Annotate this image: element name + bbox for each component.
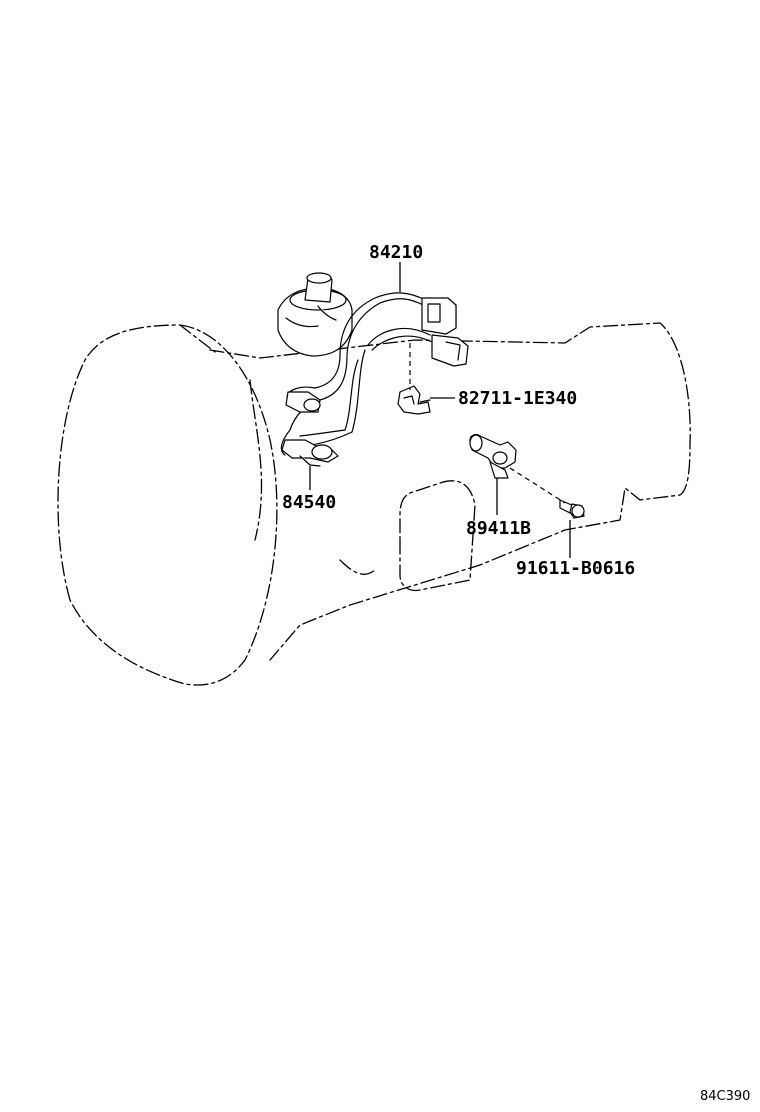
label-82711-1E340: 82711-1E340 xyxy=(458,388,577,409)
clamp-82711 xyxy=(397,385,431,415)
label-84210: 84210 xyxy=(369,242,423,263)
bolt-91611 xyxy=(559,499,585,519)
wire-harness-84210 xyxy=(280,292,469,467)
label-89411B: 89411B xyxy=(466,518,531,539)
label-84540: 84540 xyxy=(282,492,336,513)
speed-sensor-89411B xyxy=(469,434,517,479)
transmission-housing xyxy=(57,322,691,686)
valve-body-part xyxy=(277,272,353,357)
label-91611-B0616: 91611-B0616 xyxy=(516,558,635,579)
diagram-ref-code: 84C390 xyxy=(700,1089,750,1104)
leader-lines xyxy=(309,262,571,558)
